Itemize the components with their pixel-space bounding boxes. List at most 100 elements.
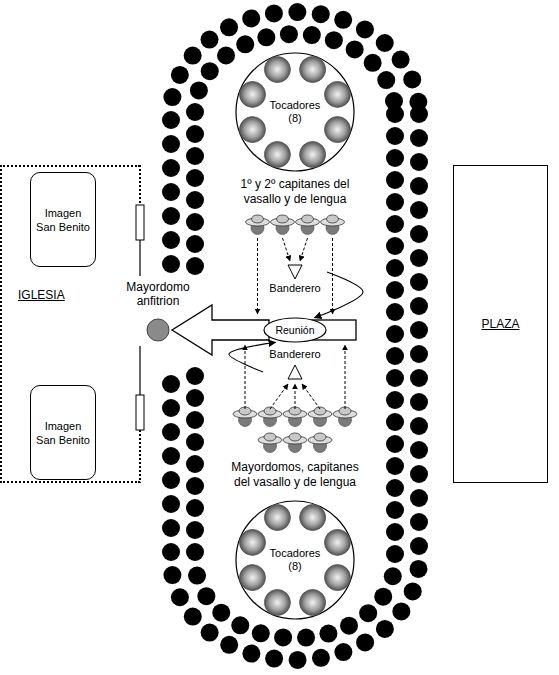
dashed-arrow [257,238,258,314]
wall-line [139,346,140,395]
crowd-dot [186,521,204,539]
crowd-dot [386,149,404,167]
crowd-dot [410,201,428,219]
crowd-dot [171,588,189,606]
crowd-dot [392,51,410,69]
crowd-dot [289,651,307,669]
crowd-dot [386,127,404,145]
musician-symbol [240,81,266,107]
plaza-box: PLAZA [453,165,548,483]
crowd-dot [386,523,404,541]
crowd-dot [392,602,410,620]
block-arrow [172,305,269,355]
hat-crown [277,215,289,223]
door [136,205,144,240]
musician-symbol [240,529,266,555]
meeting-ellipse-shape [264,318,326,342]
musician-symbol [240,117,266,143]
wall-line [139,240,140,276]
musician-symbol [324,81,350,107]
musician-symbol [264,589,290,615]
crowd-dot [220,18,238,36]
crowd-dot [410,393,428,411]
crowd-dot [186,367,204,385]
crowd-dot [386,457,404,475]
crowd-dot [184,47,202,65]
crowd-dot [162,255,180,273]
musician-symbol [300,505,326,531]
crowd-dot [265,4,283,22]
musician-symbol [324,565,350,591]
crowd-dot [231,616,249,634]
crowd-dot [410,273,428,291]
crowd-dot [188,567,206,585]
crowd-dot [410,297,428,315]
node-text: Imagen San Benito [35,206,91,234]
crowd-dot [162,447,180,465]
crowd-dot [376,620,394,638]
dashed-arrow [283,238,291,261]
node-text: Mayordomo anfitrion [112,280,204,308]
hat-figure [258,433,282,453]
crowd-dot [162,423,180,441]
hat-crown [314,433,326,441]
crowd-dot [410,537,428,555]
group-label: Mayordomos, capitanes del vasallo y de l… [222,460,368,490]
dashed-arrow [332,238,333,314]
crowd-dot [186,411,204,429]
node-text: Imagen San Benito [35,419,91,447]
crowd-dot [186,169,204,187]
crowd-dot [242,645,260,663]
crowd-dot [297,629,315,647]
musician-symbol [300,589,326,615]
hat-figure [283,433,307,453]
dashed-arrow [302,384,320,409]
musician-symbol [264,505,290,531]
musician-symbol [324,529,350,555]
dashed-arrow [300,238,308,261]
hat-crown [264,433,276,441]
crowd-dot [410,321,428,339]
crowd-dot [186,499,204,517]
image-box: Imagen San Benito [30,172,96,267]
church-wall [136,165,144,483]
crowd-dot [186,543,204,561]
hat-crown [289,433,301,441]
crowd-dot [197,587,215,605]
crowd-dot [265,650,283,668]
crowd-dot [334,11,352,29]
crowd-dot [386,545,404,563]
hat-figure [271,215,295,235]
crowd-dot [404,582,422,600]
crowd-dot [186,125,204,143]
crowd-dot [312,649,330,667]
flag-triangle [287,264,303,280]
dashed-arrow [345,345,346,409]
crowd-dot [385,92,403,110]
crowd-dot [274,628,292,646]
hat-figure [233,407,257,427]
crowd-dot [236,35,254,53]
wall-line [139,165,141,205]
hat-figure [308,433,332,453]
crowd-dot [386,347,404,365]
crowd-dot [410,465,428,483]
crowd-dot [186,389,204,407]
crowd-dot [186,213,204,231]
curved-arrow [229,342,276,372]
crowd-dot [386,501,404,519]
crowd-dot [186,147,204,165]
crowd-dot [364,54,382,72]
crowd-dot [359,604,377,622]
crowd-dot [409,93,427,111]
crowd-dot [162,135,180,153]
crowd-dots [162,3,428,669]
crowd-dot [186,455,204,473]
hat-crown [302,215,314,223]
crowd-dot [356,633,374,651]
host-steward: Mayordomo anfitrion [112,280,204,342]
ring-outline [236,501,354,619]
crowd-dot [356,20,374,38]
crowd-dot [186,191,204,209]
node-text: Banderero [269,348,320,361]
